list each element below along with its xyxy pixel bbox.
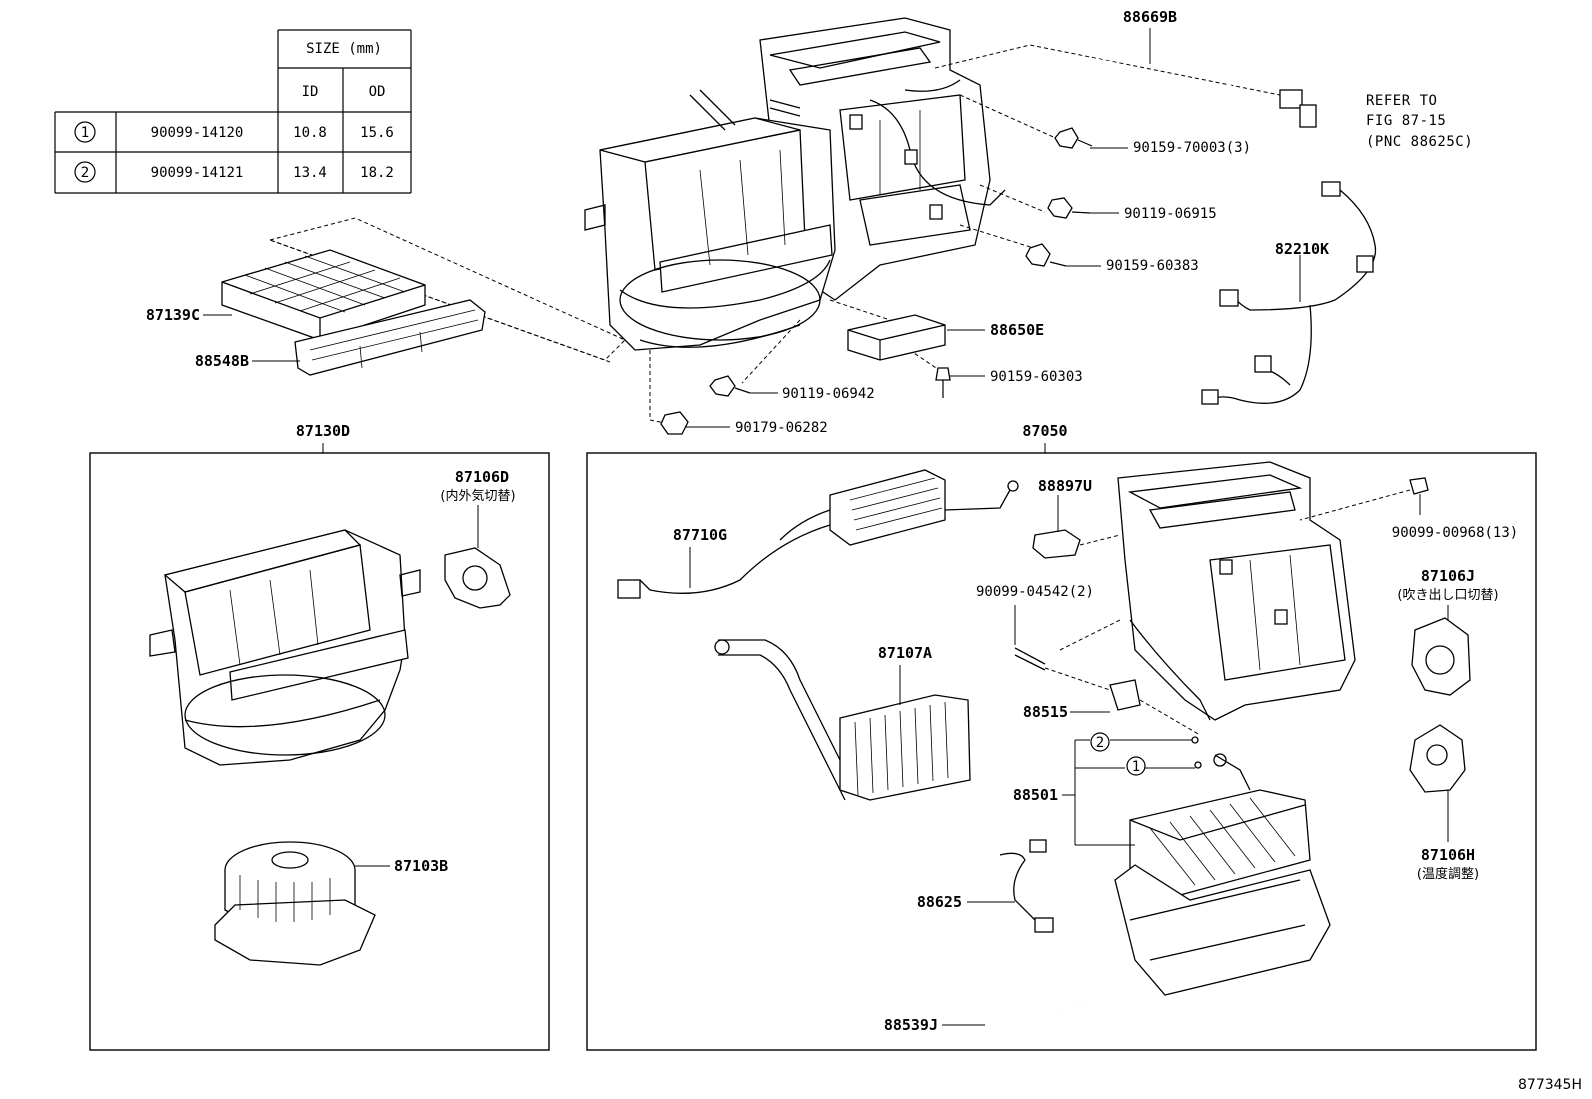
label-88501: 88501 [1013,786,1058,804]
pipes-87710g [617,469,1019,599]
row1-ref: 1 [81,125,89,141]
size-header: SIZE (mm) [306,41,382,57]
label-88539j: 88539J [884,1016,938,1034]
heater-core-87107a [714,639,971,801]
label-90119-06942: 90119-06942 [782,386,875,402]
evaporator-88501 [1062,732,1311,896]
label-87106d-jp: (内外気切替) [440,488,515,504]
row1-part: 90099-14120 [151,125,244,141]
screws-mid [660,367,951,435]
evaporator-case-87050 [1117,461,1356,721]
label-87103b: 87103B [394,857,448,875]
label-87106j-jp: (吹き出し口切替) [1397,588,1498,603]
wiring-82210k [1201,181,1377,405]
sensor-88625 [967,839,1054,933]
labels: 88669B REFER TO FIG 87-15 (PNC 88625C) 9… [146,8,1518,1034]
label-87710g: 87710G [673,526,727,544]
blower-case-87130d [149,529,421,766]
size-table: SIZE (mm) ID OD 1 90099-14120 10.8 15.6 … [54,29,412,194]
label-87106h-jp: (温度調整) [1417,866,1479,882]
label-refer-to: REFER TO [1366,93,1437,109]
expansion-valve-88515 [1070,679,1201,736]
label-circle-1: 1 [1132,759,1140,775]
label-87050: 87050 [1022,422,1067,440]
label-82210k: 82210K [1275,240,1329,258]
blower-motor-87103b [214,841,390,966]
row2-id: 13.4 [293,165,327,181]
label-88669b: 88669B [1123,8,1177,26]
leaders-top [203,28,1301,428]
row2-ref: 2 [81,165,89,181]
group-box-87050 [586,452,1537,1051]
label-90099-00968: 90099-00968(13) [1392,525,1518,541]
hvac-assembly-top [584,17,1006,351]
label-refer-fig: FIG 87-15 [1366,113,1446,129]
label-87107a: 87107A [878,644,932,662]
od-header: OD [369,84,386,100]
label-88625: 88625 [917,893,962,911]
servo-87106d [444,505,511,609]
label-87139c: 87139C [146,306,200,324]
label-90099-04542: 90099-04542(2) [976,584,1094,600]
servo-87106h [1409,724,1466,842]
label-90119-06915: 90119-06915 [1124,206,1217,222]
label-88548b: 88548B [195,352,249,370]
label-90159-70003: 90159-70003(3) [1133,140,1251,156]
filter-cover-88548b [294,299,486,376]
label-90159-60303: 90159-60303 [990,369,1083,385]
group-box-87130d [89,452,550,1051]
label-88897u: 88897U [1038,477,1092,495]
row2-part: 90099-14121 [151,165,244,181]
screw-90099-00968 [1299,477,1429,521]
amplifier-88650e [847,314,946,361]
screws-top [1025,127,1093,267]
label-87130d: 87130D [296,422,350,440]
bolt-90099-04542 [1014,605,1121,691]
row2-od: 18.2 [360,165,394,181]
harness-88669b [1054,53,1317,128]
row1-id: 10.8 [293,125,327,141]
label-87106d: 87106D [455,468,509,486]
drain-hose-88539j [942,994,1140,1026]
label-circle-2: 2 [1096,735,1104,751]
label-90159-60383: 90159-60383 [1106,258,1199,274]
lower-case [1114,864,1331,996]
label-87106h: 87106H [1421,846,1475,864]
label-87106j: 87106J [1421,567,1475,585]
row1-od: 15.6 [360,125,394,141]
id-header: ID [302,84,319,100]
servo-87106j [1411,605,1471,696]
label-90179-06282: 90179-06282 [735,420,828,436]
sensor-88897u [1032,495,1121,559]
label-88515: 88515 [1023,703,1068,721]
filter-87139c [221,249,426,341]
label-88650e: 88650E [990,321,1044,339]
diagram-code: 877345H [1518,1077,1582,1093]
label-refer-pnc: (PNC 88625C) [1366,134,1473,150]
